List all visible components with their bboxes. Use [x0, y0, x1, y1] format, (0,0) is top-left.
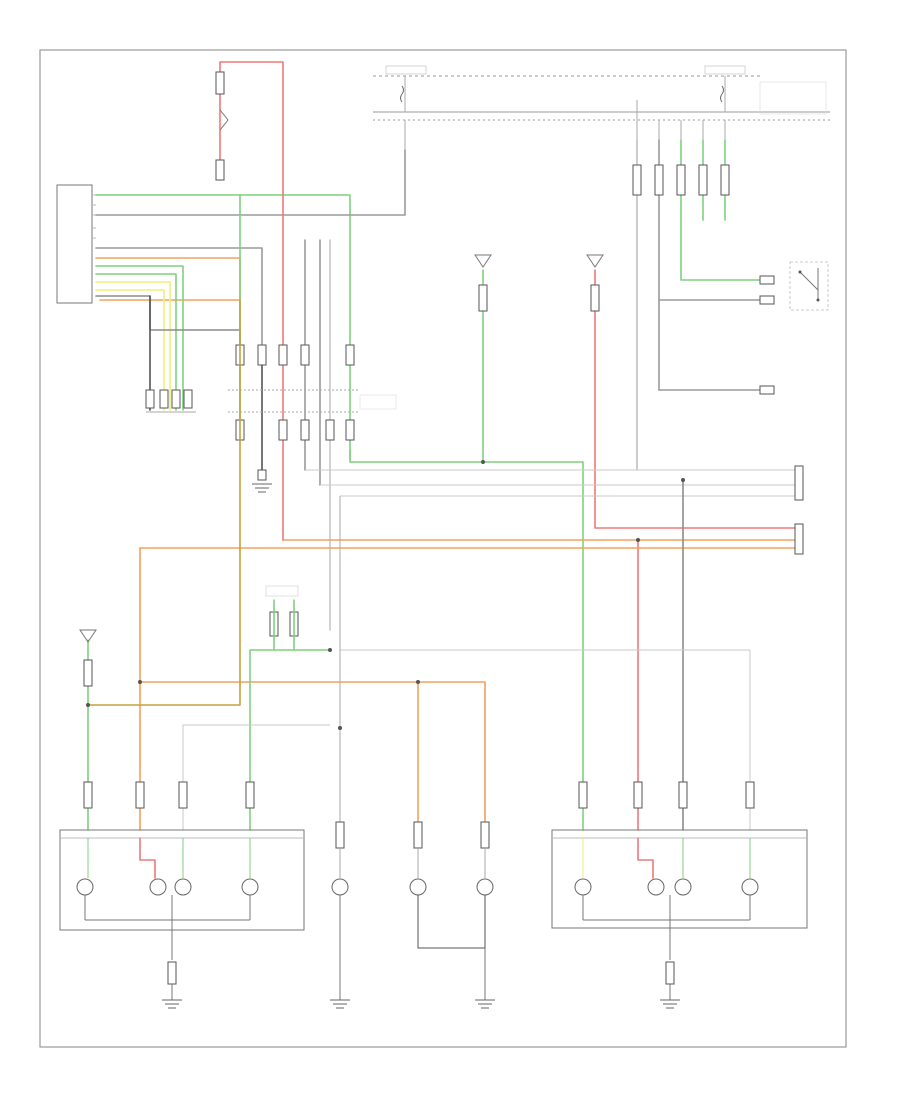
left-rear-lamp — [59, 829, 305, 960]
lower-connectors — [83, 781, 755, 849]
ground-node-icon — [79, 254, 604, 643]
diagram-frame — [39, 49, 847, 1048]
fuse-block-top — [373, 65, 830, 121]
bus-drops — [404, 100, 726, 150]
red-right-feed — [590, 269, 796, 831]
red-supply — [215, 61, 284, 541]
trailer-unit — [56, 184, 96, 304]
brake-switch — [789, 261, 829, 311]
right-connector-columns — [632, 139, 775, 470]
relay-pair — [265, 585, 299, 651]
trailer-connector — [145, 389, 196, 413]
trailer-unit-wires — [95, 149, 406, 411]
main-harness — [139, 465, 804, 831]
ground-symbols — [162, 961, 680, 1009]
right-rear-lamp — [551, 829, 808, 960]
left-ground-feed — [83, 299, 751, 831]
center-lamps — [331, 848, 494, 975]
green-center-feed — [349, 269, 584, 831]
trailer-switch-block — [228, 239, 397, 631]
